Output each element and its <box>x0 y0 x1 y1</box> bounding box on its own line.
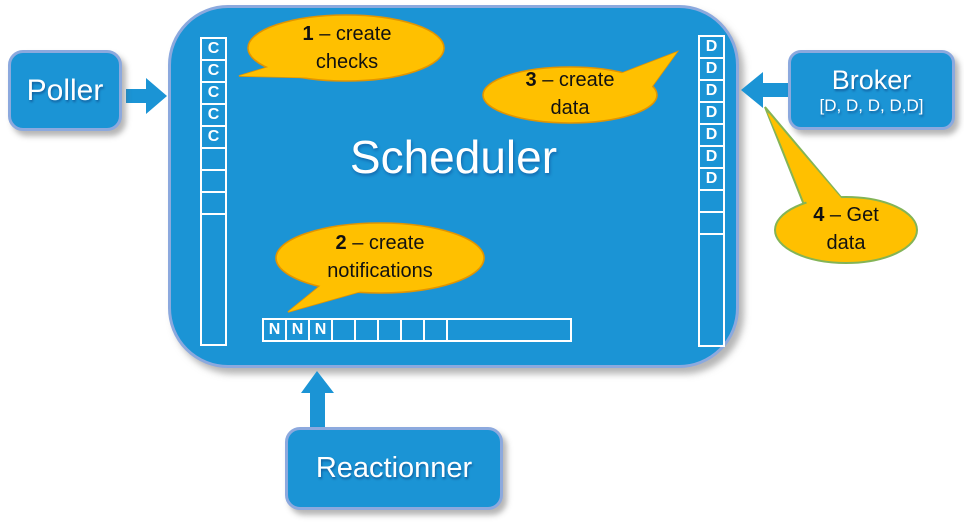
data-slot-filled: D <box>698 101 725 125</box>
notifications-slot-empty <box>331 318 356 342</box>
notifications-slot-empty <box>400 318 425 342</box>
poller-to-scheduler-arrow <box>126 78 167 114</box>
callout-1-line2: checks <box>315 51 379 73</box>
callout-4-line1: 4 – Get <box>777 201 915 229</box>
scheduler-title: Scheduler <box>349 131 558 183</box>
checks-slot-filled: C <box>200 37 227 61</box>
notifications-slot-empty <box>377 318 402 342</box>
callout-2-rest: – create <box>352 232 425 254</box>
reactionner-box: Reactionner <box>285 427 503 510</box>
checks-slot-tail <box>200 213 227 346</box>
data-slot-filled: D <box>698 123 725 147</box>
poller-label: Poller <box>26 73 104 107</box>
data-slot-filled: D <box>698 167 725 191</box>
data-slot-tail <box>698 233 725 347</box>
checks-slot-filled: C <box>200 125 227 149</box>
callout-1-rest: – create <box>319 23 392 45</box>
checks-slot-filled: C <box>200 81 227 105</box>
reactionner-to-scheduler-arrow <box>301 371 334 427</box>
poller-box: Poller <box>8 50 122 131</box>
callout-2-line2: notifications <box>327 260 433 282</box>
callout-3-number: 3 <box>525 69 537 91</box>
callout-4-text: 4 – Get data <box>777 201 915 257</box>
callout-4-number: 4 <box>813 204 825 226</box>
callout-1-number: 1 <box>302 23 314 45</box>
callout-3-line2: data <box>550 97 590 119</box>
callout-2-text: 2 – create notifications <box>277 229 483 285</box>
callout-3-line1: 3 – create <box>485 66 655 94</box>
data-slot-filled: D <box>698 145 725 169</box>
checks-slot-empty <box>200 169 227 193</box>
callout-2-number: 2 <box>335 232 347 254</box>
data-slot-empty <box>698 211 725 235</box>
broker-sublabel: [D, D, D, D,D] <box>819 95 924 115</box>
checks-slot-empty <box>200 147 227 171</box>
callout-4-rest: – Get <box>829 204 879 226</box>
callout-4-line2: data <box>826 232 866 254</box>
callout-1-text: 1 – create checks <box>250 20 444 76</box>
broker-box: Broker [D, D, D, D,D] <box>788 50 955 130</box>
callout-3-rest: – create <box>542 69 615 91</box>
data-slot-filled: D <box>698 35 725 59</box>
callout-3-text: 3 – create data <box>485 66 655 122</box>
broker-label: Broker <box>831 64 912 95</box>
notifications-slot-filled: N <box>285 318 310 342</box>
callout-2-line1: 2 – create <box>277 229 483 257</box>
notifications-slot-empty <box>423 318 448 342</box>
broker-to-scheduler-arrow <box>741 72 788 108</box>
data-slot-filled: D <box>698 79 725 103</box>
checks-slot-empty <box>200 191 227 215</box>
data-slot-empty <box>698 189 725 213</box>
callout-1-line1: 1 – create <box>250 20 444 48</box>
checks-slot-filled: C <box>200 103 227 127</box>
reactionner-label: Reactionner <box>315 452 473 484</box>
notifications-slot-tail <box>446 318 572 342</box>
notifications-slot-filled: N <box>308 318 333 342</box>
data-slot-filled: D <box>698 57 725 81</box>
notifications-slot-empty <box>354 318 379 342</box>
checks-slot-filled: C <box>200 59 227 83</box>
notifications-slot-filled: N <box>262 318 287 342</box>
